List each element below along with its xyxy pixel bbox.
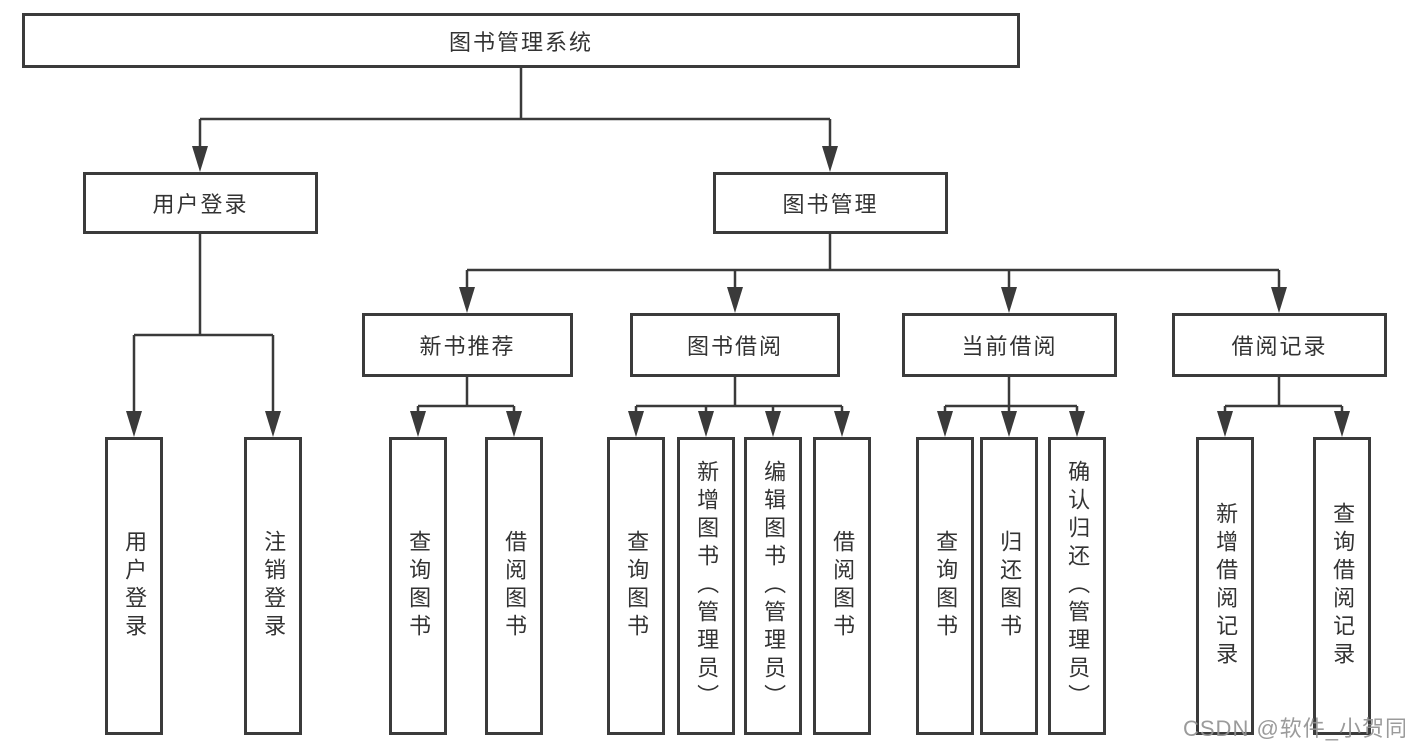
node-label: 新增图书（管理员） xyxy=(694,460,720,712)
leaf-user-login: 用户登录 xyxy=(105,437,163,735)
leaf-add-borrow-record: 新增借阅记录 xyxy=(1196,437,1254,735)
connector-new-books-to-leaves xyxy=(410,377,522,437)
node-label: 查询借阅记录 xyxy=(1330,502,1356,670)
leaf-add-books-admin: 新增图书（管理员） xyxy=(677,437,735,735)
leaf-query-borrow-record: 查询借阅记录 xyxy=(1313,437,1371,735)
arrow-down-icon xyxy=(937,411,953,437)
connector-borrow-records-to-leaves xyxy=(1217,377,1350,437)
connector-book-mgmt-to-level3 xyxy=(459,234,1287,313)
arrow-down-icon xyxy=(834,411,850,437)
node-label: 当前借阅 xyxy=(961,334,1058,359)
arrow-down-icon xyxy=(506,411,522,437)
arrow-down-icon xyxy=(1334,411,1350,437)
leaf-edit-books-admin: 编辑图书（管理员） xyxy=(744,437,802,735)
node-book-management: 图书管理 xyxy=(713,172,948,234)
node-label: 确认归还（管理员） xyxy=(1065,460,1091,712)
arrow-down-icon xyxy=(410,411,426,437)
arrow-down-icon xyxy=(1069,411,1085,437)
connector-book-borrow-to-leaves xyxy=(628,377,850,437)
node-borrowing-records: 借阅记录 xyxy=(1172,313,1387,377)
leaf-query-books-3: 查询图书 xyxy=(916,437,974,735)
arrow-down-icon xyxy=(1001,287,1017,313)
arrow-down-icon xyxy=(628,411,644,437)
leaf-confirm-return-admin: 确认归还（管理员） xyxy=(1048,437,1106,735)
node-label: 查询图书 xyxy=(624,530,650,642)
node-label: 查询图书 xyxy=(933,530,959,642)
node-label: 借阅记录 xyxy=(1231,334,1328,359)
node-label: 用户登录 xyxy=(122,530,148,642)
leaf-borrow-books-2: 借阅图书 xyxy=(813,437,871,735)
leaf-borrow-books-1: 借阅图书 xyxy=(485,437,543,735)
node-label: 归还图书 xyxy=(997,530,1023,642)
node-label: 查询图书 xyxy=(406,530,432,642)
node-label: 编辑图书（管理员） xyxy=(761,460,787,712)
node-label: 新书推荐 xyxy=(419,334,516,359)
arrow-down-icon xyxy=(765,411,781,437)
node-label: 借阅图书 xyxy=(502,530,528,642)
node-user-login: 用户登录 xyxy=(83,172,318,234)
watermark: CSDN @软件_小贺同学 xyxy=(1183,716,1405,741)
node-label: 用户登录 xyxy=(152,192,249,217)
arrow-down-icon xyxy=(126,411,142,437)
arrow-down-icon xyxy=(698,411,714,437)
leaf-return-books: 归还图书 xyxy=(980,437,1038,735)
node-label: 注销登录 xyxy=(261,530,287,642)
connector-root-to-level2 xyxy=(192,68,838,172)
node-root-library-system: 图书管理系统 xyxy=(22,13,1020,68)
node-label: 借阅图书 xyxy=(830,530,856,642)
arrow-down-icon xyxy=(822,146,838,172)
arrow-down-icon xyxy=(265,411,281,437)
node-label: 新增借阅记录 xyxy=(1213,502,1239,670)
connector-current-borrow-to-leaves xyxy=(937,377,1085,437)
node-label: 图书管理 xyxy=(782,192,879,217)
node-current-borrowing: 当前借阅 xyxy=(902,313,1117,377)
node-label: 图书借阅 xyxy=(686,334,783,359)
leaf-query-books-1: 查询图书 xyxy=(389,437,447,735)
node-label: 图书管理系统 xyxy=(448,29,593,55)
node-book-borrowing: 图书借阅 xyxy=(630,313,840,377)
arrow-down-icon xyxy=(1217,411,1233,437)
arrow-down-icon xyxy=(192,146,208,172)
arrow-down-icon xyxy=(1001,411,1017,437)
arrow-down-icon xyxy=(459,287,475,313)
arrow-down-icon xyxy=(1271,287,1287,313)
leaf-logout: 注销登录 xyxy=(244,437,302,735)
connector-user-login-to-leaves xyxy=(126,234,281,437)
node-new-book-recommend: 新书推荐 xyxy=(362,313,573,377)
leaf-query-books-2: 查询图书 xyxy=(607,437,665,735)
arrow-down-icon xyxy=(727,287,743,313)
